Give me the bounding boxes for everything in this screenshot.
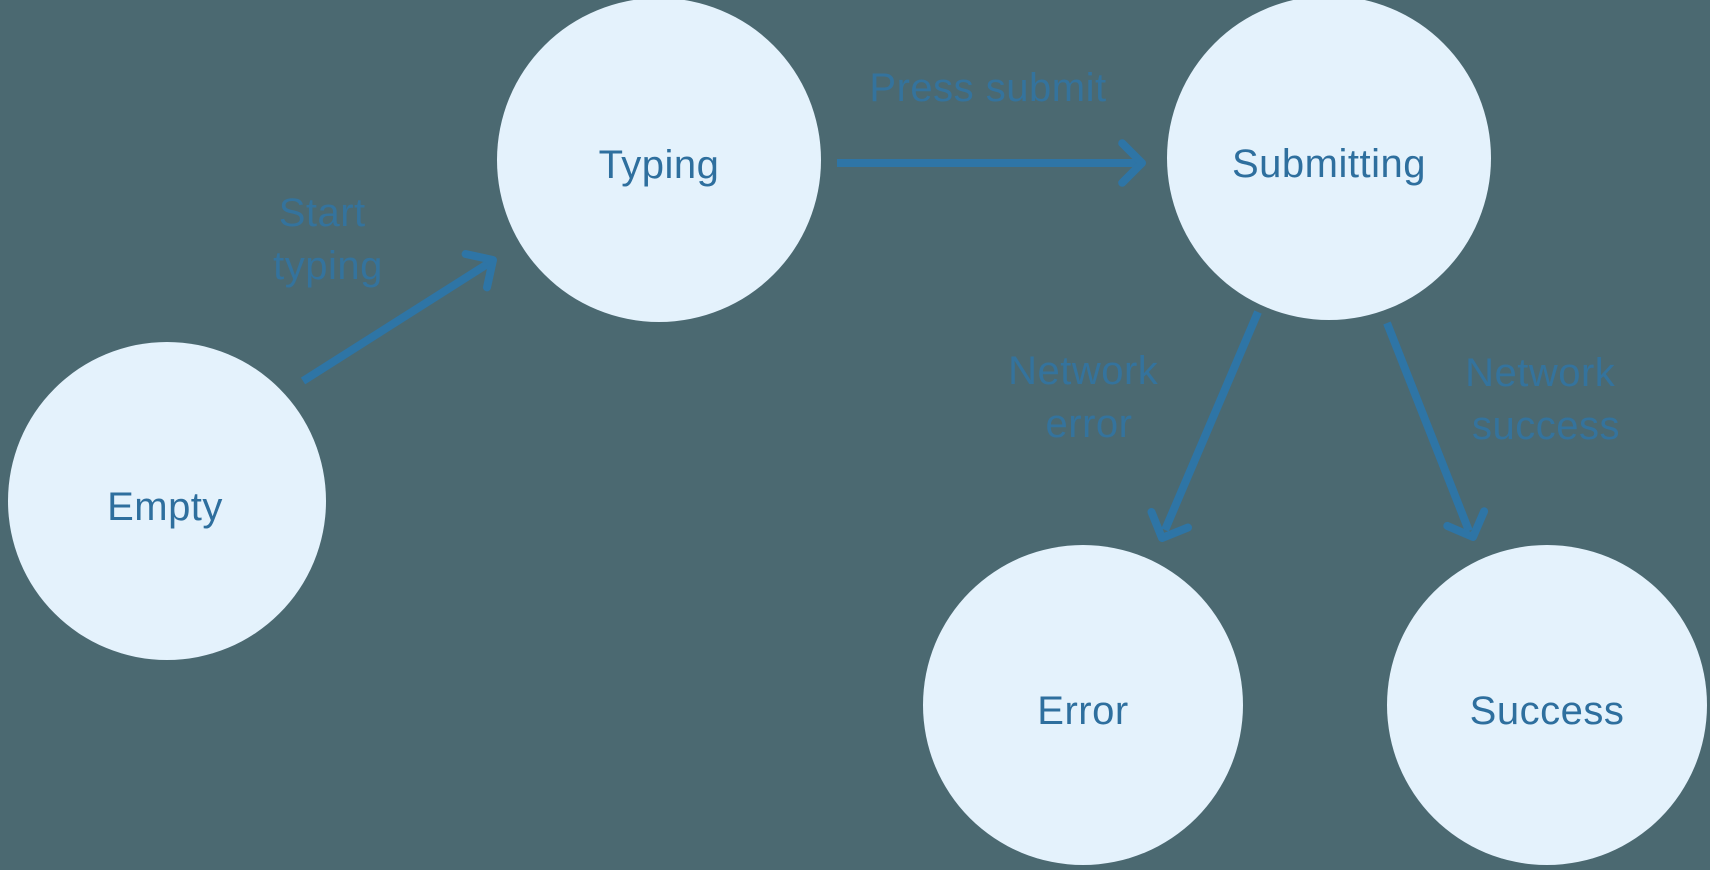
transition-typing-to-submitting: Press submit [837,66,1146,187]
transition-empty-to-typing: Start typing [273,191,497,385]
arrowhead-icon [461,250,497,292]
state-circle [1167,0,1491,320]
state-label: Empty [107,485,223,529]
transition-label-line: Network [1008,349,1159,393]
transition-arrow-line [300,259,492,385]
arrowhead-icon [1443,507,1489,541]
state-label: Error [1037,689,1128,733]
transition-label: Start typing [273,191,383,288]
state-node-typing: Typing [497,0,821,322]
state-node-error: Error [923,545,1243,865]
transition-label-line: Start [279,191,366,235]
transition-label: Network success [1465,351,1627,448]
state-circle [497,0,821,322]
transition-label-line: error [1046,402,1133,446]
arrowhead-icon [1118,139,1146,187]
state-circle [1387,545,1707,865]
transition-arrow-line [1383,321,1473,533]
state-label: Typing [599,143,720,187]
state-label: Success [1470,689,1625,733]
transition-label-line: typing [273,244,383,288]
state-circle [923,545,1243,865]
state-node-submitting: Submitting [1167,0,1491,320]
state-node-empty: Empty [8,342,326,660]
transition-label-line: success [1472,404,1620,448]
transition-label: Network error [1008,349,1170,446]
state-label: Submitting [1232,142,1426,186]
transition-submitting-to-error: Network error [1008,310,1262,542]
state-node-success: Success [1387,545,1707,865]
state-circle [8,342,326,660]
transition-arrow-line [1161,310,1262,532]
transition-submitting-to-success: Network success [1383,321,1627,541]
transition-label-line: Network [1465,351,1616,395]
transition-label: Press submit [869,66,1106,110]
arrowhead-icon [1147,508,1192,542]
